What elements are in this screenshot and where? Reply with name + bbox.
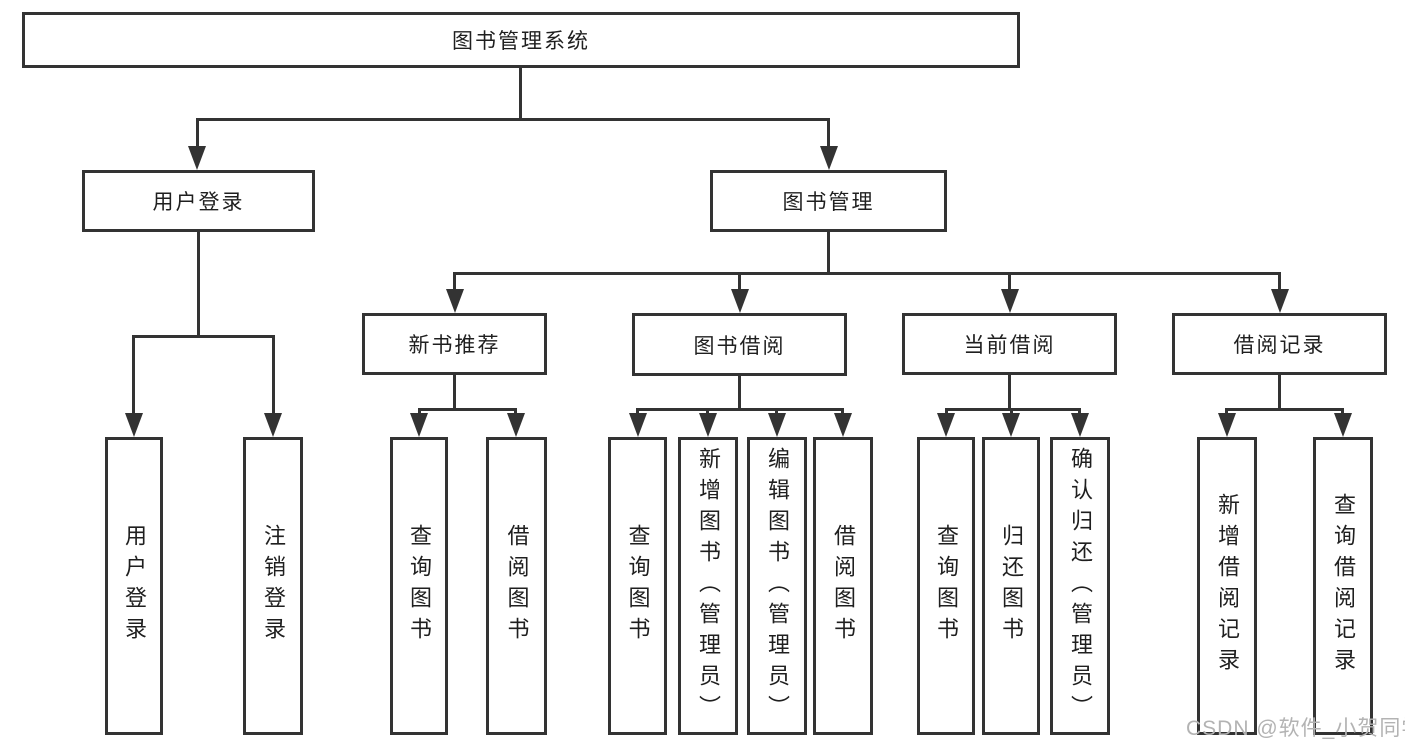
- connector-stub: [706, 408, 709, 416]
- connector-current-borrowing-stem: [1008, 375, 1011, 408]
- node-leaf-borrow-books: 借阅图书: [813, 437, 873, 735]
- arrow-down-icon: [629, 413, 647, 437]
- node-leaf-edit-books-admin: 编辑图书（管理员）: [747, 437, 807, 735]
- watermark: CSDN @软件_小贺同学: [1186, 717, 1405, 740]
- arrow-down-icon: [820, 146, 838, 170]
- connector-book-borrowing-stem: [738, 376, 741, 408]
- arrow-down-icon: [264, 413, 282, 437]
- connector-user-login-stem: [197, 232, 200, 335]
- node-label: 新增图书（管理员）: [696, 446, 721, 726]
- node-label: 编辑图书（管理员）: [765, 446, 790, 726]
- arrow-down-icon: [731, 289, 749, 313]
- connector-stub: [1078, 408, 1081, 416]
- node-leaf-query-borrow-record: 查询借阅记录: [1313, 437, 1373, 735]
- connector-stub-borrowing-records: [1278, 272, 1281, 292]
- connector-stub-login: [132, 335, 135, 415]
- connector-new-book-rec-bus: [419, 408, 517, 411]
- connector-borrowing-records-bus: [1226, 408, 1343, 411]
- connector-stub: [514, 408, 517, 416]
- node-leaf-borrow-books-rec: 借阅图书: [486, 437, 547, 735]
- node-label: 查询图书: [407, 524, 432, 648]
- connector-stub: [1341, 408, 1344, 416]
- node-book-borrowing: 图书借阅: [632, 313, 847, 376]
- node-current-borrowing: 当前借阅: [902, 313, 1117, 375]
- connector-book-management-stem: [827, 232, 830, 272]
- connector-stub: [945, 408, 948, 416]
- arrow-down-icon: [834, 413, 852, 437]
- connector-root-stem: [519, 68, 522, 118]
- connector-stub: [418, 408, 421, 416]
- node-new-book-recommendation: 新书推荐: [362, 313, 547, 375]
- node-label: 查询图书: [625, 524, 651, 648]
- node-label: 借阅图书: [831, 524, 856, 648]
- arrow-down-icon: [188, 146, 206, 170]
- arrow-down-icon: [446, 289, 464, 313]
- node-leaf-confirm-return-admin: 确认归还（管理员）: [1050, 437, 1110, 735]
- node-label: 查询图书: [934, 524, 959, 648]
- node-leaf-return-books: 归还图书: [982, 437, 1040, 735]
- connector-new-book-rec-stem: [453, 375, 456, 408]
- arrow-down-icon: [937, 413, 955, 437]
- arrow-down-icon: [410, 413, 428, 437]
- node-label: 借阅图书: [504, 524, 530, 648]
- arrow-down-icon: [1218, 413, 1236, 437]
- node-leaf-logout: 注销登录: [243, 437, 303, 735]
- node-label: 当前借阅: [963, 334, 1056, 357]
- arrow-down-icon: [699, 413, 717, 437]
- node-label: 新书推荐: [408, 334, 501, 357]
- connector-stub: [1010, 408, 1013, 416]
- connector-current-borrowing-bus: [946, 408, 1080, 411]
- connector-user-login-bus: [134, 335, 274, 338]
- node-label: 确认归还（管理员）: [1068, 446, 1093, 726]
- arrow-down-icon: [1071, 413, 1089, 437]
- connector-stub-book-management: [827, 118, 830, 148]
- connector-stub-user-login: [196, 118, 199, 148]
- node-label: 归还图书: [999, 524, 1024, 648]
- connector-stub-logout: [272, 335, 275, 415]
- node-label: 用户登录: [152, 191, 245, 214]
- node-label: 图书借阅: [693, 334, 786, 358]
- connector-stub-new-book-rec: [453, 272, 456, 292]
- arrow-down-icon: [1002, 413, 1020, 437]
- connector-stub: [1225, 408, 1228, 416]
- node-leaf-add-books-admin: 新增图书（管理员）: [678, 437, 738, 735]
- node-leaf-query-books-current: 查询图书: [917, 437, 975, 735]
- node-leaf-query-books-borrow: 查询图书: [608, 437, 667, 735]
- connector-borrowing-records-stem: [1278, 375, 1281, 408]
- node-book-management: 图书管理: [710, 170, 947, 232]
- connector-stub: [841, 408, 844, 416]
- connector-stub: [636, 408, 639, 416]
- arrow-down-icon: [1001, 289, 1019, 313]
- arrow-down-icon: [1334, 413, 1352, 437]
- node-leaf-add-borrow-record: 新增借阅记录: [1197, 437, 1257, 735]
- node-label: 新增借阅记录: [1215, 493, 1240, 679]
- arrow-down-icon: [507, 413, 525, 437]
- node-label: 借阅记录: [1233, 334, 1326, 357]
- connector-root-bus: [197, 118, 829, 121]
- node-leaf-query-books-rec: 查询图书: [390, 437, 448, 735]
- connector-book-management-bus: [454, 272, 1280, 275]
- node-library-management-system: 图书管理系统: [22, 12, 1020, 68]
- node-leaf-user-login: 用户登录: [105, 437, 163, 735]
- connector-stub: [775, 408, 778, 416]
- node-label: 注销登录: [261, 524, 286, 648]
- node-label: 图书管理: [782, 191, 875, 214]
- node-user-login: 用户登录: [82, 170, 315, 232]
- connector-stub-book-borrowing: [738, 272, 741, 292]
- connector-stub-current-borrowing: [1008, 272, 1011, 292]
- arrow-down-icon: [1271, 289, 1289, 313]
- connector-book-borrowing-bus: [637, 408, 843, 411]
- arrow-down-icon: [768, 413, 786, 437]
- node-label: 查询借阅记录: [1331, 493, 1356, 679]
- node-label: 用户登录: [122, 524, 147, 648]
- arrow-down-icon: [125, 413, 143, 437]
- node-label: 图书管理系统: [452, 30, 590, 53]
- node-borrowing-records: 借阅记录: [1172, 313, 1387, 375]
